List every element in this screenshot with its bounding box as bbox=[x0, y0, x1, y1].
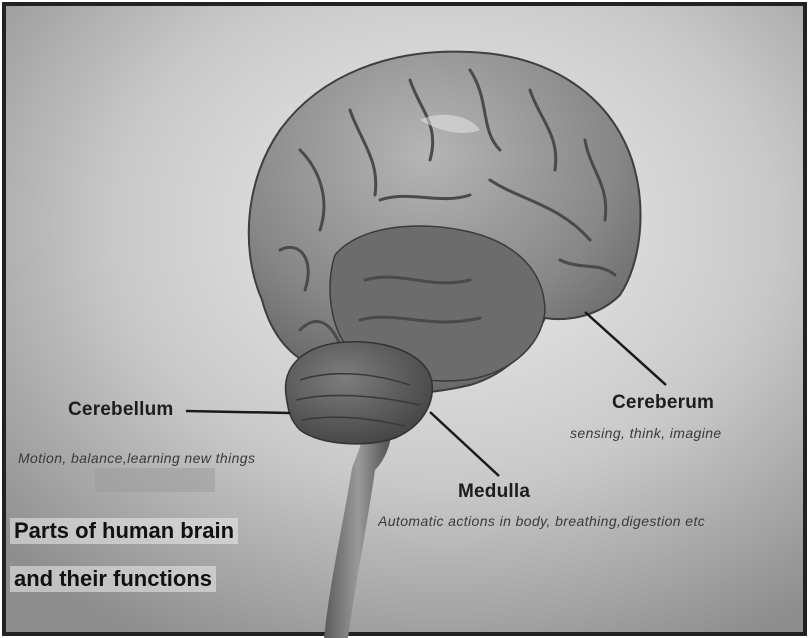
cereberum-label: Cereberum bbox=[612, 392, 714, 414]
medulla-label: Medulla bbox=[458, 481, 530, 503]
cerebellum-function-text: Motion, balance,learning new things bbox=[18, 450, 255, 466]
label-shadow-patch bbox=[95, 468, 215, 492]
medulla-function-text: Automatic actions in body, breathing,dig… bbox=[378, 513, 804, 529]
caption-line-1: Parts of human brain bbox=[10, 518, 238, 544]
cereberum-function-text: sensing, think, imagine bbox=[570, 425, 722, 441]
caption-line-2: and their functions bbox=[10, 566, 216, 592]
cerebellum-label: Cerebellum bbox=[68, 399, 173, 421]
cerebellum-shape bbox=[286, 342, 433, 444]
